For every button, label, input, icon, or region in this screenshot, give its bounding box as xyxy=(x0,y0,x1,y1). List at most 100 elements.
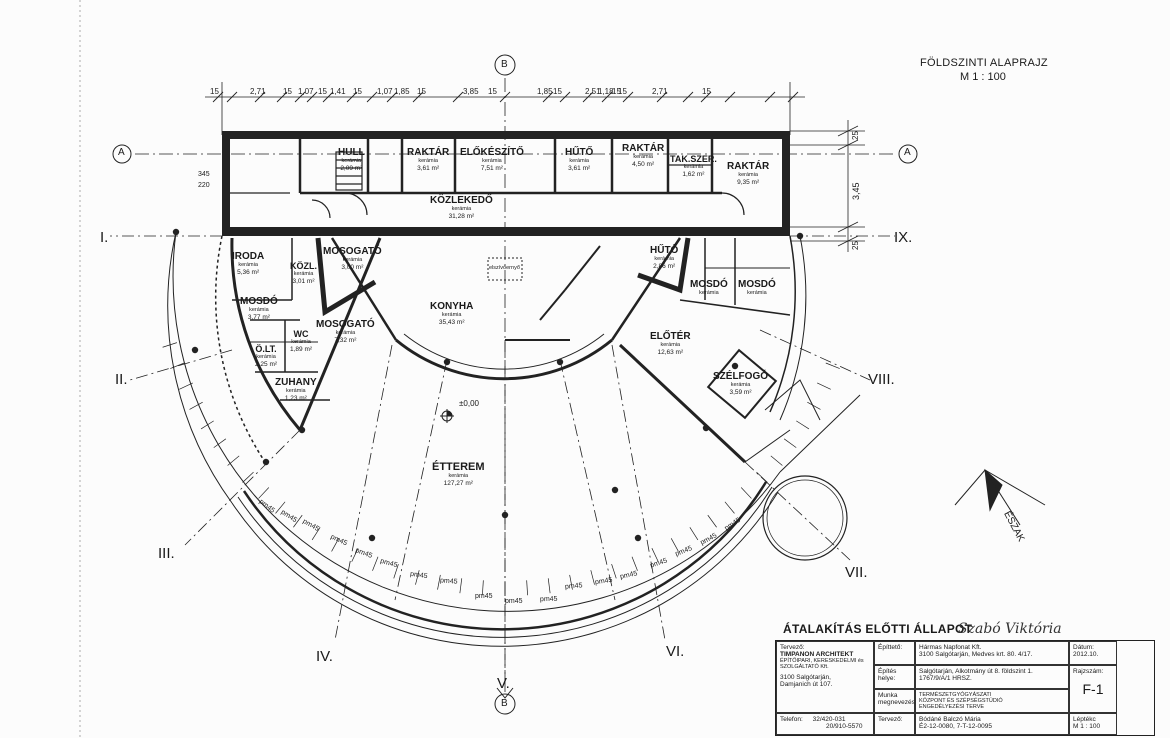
dimension-value: 15 xyxy=(353,87,362,96)
client-name: Hármas Napfonat Kft. xyxy=(919,644,982,651)
room-area: 31,28 m² xyxy=(448,212,475,220)
facade-tick xyxy=(796,420,810,430)
designer-label: Tervező: xyxy=(780,644,805,651)
dimension-value: 1,07 xyxy=(377,87,393,96)
facade-dimension-ticks xyxy=(162,342,840,596)
dimension-value: 15 xyxy=(318,87,327,96)
facade-tick xyxy=(611,564,617,579)
room-area: 1,89 m² xyxy=(290,345,313,353)
axis-a-left-label: A xyxy=(118,147,125,158)
room-finish: kerámia xyxy=(256,354,276,360)
dimension-tick xyxy=(294,91,306,103)
facade-tick xyxy=(179,382,193,390)
dimension-tick xyxy=(346,91,358,103)
facade-tick xyxy=(200,420,214,430)
room-finish: kerámia xyxy=(238,262,258,268)
designer-cell: Tervező: TIMPANON ARCHITEKT ÉPÍTŐIPARI, … xyxy=(776,641,874,713)
hood-outline xyxy=(487,257,523,281)
room-finish: kerámia xyxy=(747,290,767,296)
facade-tick xyxy=(631,556,638,571)
dimension-value: 15 xyxy=(488,87,497,96)
right-dimension-chain xyxy=(790,120,865,252)
facade-tick xyxy=(293,514,303,528)
facade-tick xyxy=(651,548,659,562)
date-cell: Dátum: 2012.10. xyxy=(1069,641,1117,665)
facade-tick xyxy=(393,564,399,579)
radial-axis-line xyxy=(184,429,301,546)
dimension-value: 1,85 xyxy=(537,87,553,96)
room-area: 35,43 m² xyxy=(438,318,465,326)
dimension-value: 15 xyxy=(210,87,219,96)
left-dimension: 345 xyxy=(198,171,210,178)
room-finish: kerámia xyxy=(738,172,758,178)
radial-axis-line xyxy=(759,329,871,381)
facade-tick xyxy=(670,538,679,552)
column xyxy=(443,358,451,366)
room-name: ÉTTEREM xyxy=(432,461,485,473)
dimension-value: 15 xyxy=(612,87,621,96)
axis-b-bottom-label: B xyxy=(501,698,508,709)
column xyxy=(731,362,739,370)
column xyxy=(556,358,564,366)
column xyxy=(172,228,180,236)
dimension-value: 2,51 xyxy=(585,87,601,96)
dimension-value: 1,07 xyxy=(298,87,314,96)
hood-label: elszívóernyő xyxy=(489,265,520,271)
radial-axis-label: IV. xyxy=(316,648,333,665)
room-name: KÖZL. xyxy=(290,261,317,271)
room-finish: kerámia xyxy=(730,382,751,388)
room-name: ELŐKÉSZÍTŐ xyxy=(460,147,524,158)
level-marker xyxy=(440,409,454,423)
right-dimension: 25 xyxy=(851,241,860,250)
axis-b-top-label: B xyxy=(501,59,508,70)
room-finish: kerámia xyxy=(654,256,674,262)
drawing-scale: M 1 : 100 xyxy=(960,71,1006,83)
facade-tick xyxy=(740,487,752,499)
dimension-tick xyxy=(622,91,634,103)
room-name: SZÉLFOGÓ xyxy=(713,371,768,382)
radial-axis-label: IX. xyxy=(894,229,913,246)
dimension-tick xyxy=(254,91,266,103)
room-finish: kerámia xyxy=(482,158,502,164)
dimension-value: 3,85 xyxy=(463,87,479,96)
planner-cell: Bódáné Balczó Mária É2-12-0080, 7-T-12-0… xyxy=(915,713,1069,735)
dimension-value: 15 xyxy=(417,87,426,96)
dimension-tick xyxy=(212,91,224,103)
room-finish: kerámia xyxy=(699,290,719,296)
room-finish: kerámia xyxy=(341,158,362,164)
room-name: KÖZLEKEDŐ xyxy=(430,195,493,206)
room-area: 3,00 m² xyxy=(341,263,364,271)
room-name: MOSOGATÓ xyxy=(316,319,375,330)
facade-tick xyxy=(807,401,821,410)
facade-tick xyxy=(547,578,551,594)
facade-tick xyxy=(689,527,699,541)
dimension-value: 2,71 xyxy=(652,87,668,96)
radial-axis-label: VI. xyxy=(666,643,685,660)
room-finish: kerámia xyxy=(441,312,462,318)
facade-tick xyxy=(707,514,717,528)
planner-label: Tervező: xyxy=(874,713,915,735)
work-cell: TERMÉSZETGYÓGYÁSZATI KÖZPONT ÉS SZÉPSÉGS… xyxy=(915,689,1069,713)
radial-axis-line xyxy=(129,349,233,381)
room-name: MOSOGATÓ xyxy=(323,246,382,257)
dimension-tick xyxy=(542,91,554,103)
room-name: KONYHA xyxy=(430,301,474,312)
room-area: 127,27 m² xyxy=(443,479,473,487)
dimension-value: 15 xyxy=(553,87,562,96)
room-area: 2,25 m² xyxy=(255,360,278,368)
facade-tick xyxy=(258,487,270,499)
dimension-value: 15 xyxy=(618,87,627,96)
site-label: Építés helye: xyxy=(874,665,915,689)
radial-axis-line xyxy=(559,359,616,601)
room-finish: kerámia xyxy=(293,271,314,277)
